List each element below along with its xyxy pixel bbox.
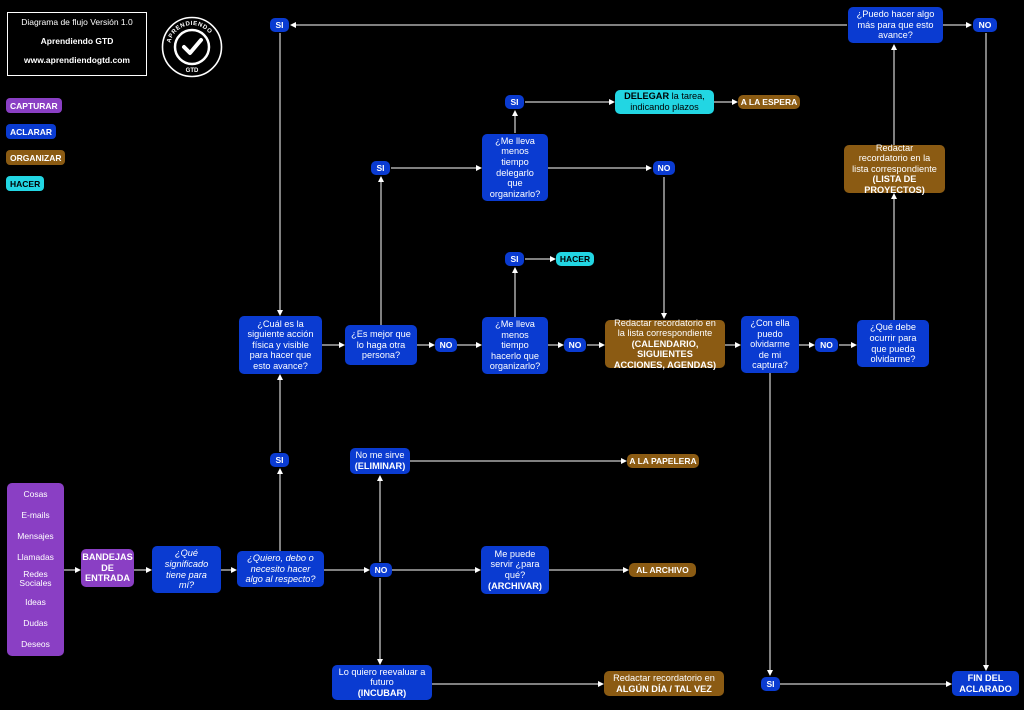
archive-text: Me puede servir ¿para qué? xyxy=(490,548,540,580)
do-faster-question: ¿Me lleva menos tiempo hacerlo que organ… xyxy=(482,317,548,374)
no-label: NO xyxy=(370,563,392,577)
archive-bold: (ARCHIVAR) xyxy=(488,580,542,591)
eliminate-bold: (ELIMINAR) xyxy=(354,461,406,471)
incubate-node: Lo quiero reevaluar a futuro (INCUBAR) xyxy=(332,665,432,700)
legend-organizar: ORGANIZAR xyxy=(6,150,66,165)
someday-bold: ALGÚN DÍA / TAL VEZ xyxy=(616,683,712,694)
yes-label: SI xyxy=(270,18,289,32)
no-label: NO xyxy=(435,338,457,352)
source-item: Llamadas xyxy=(17,551,54,562)
delegate-action: DELEGAR la tarea, indicando plazos xyxy=(615,90,714,114)
source-item: E-mails xyxy=(21,509,50,520)
end-node: FIN DEL ACLARADO xyxy=(952,671,1019,696)
aprendiendo-gtd-logo: APRENDIENDO GTD xyxy=(161,16,223,78)
delegate-question: ¿Es mejor que lo haga otra persona? xyxy=(345,325,417,365)
trash-node: A LA PAPELERA xyxy=(627,454,699,468)
header-box: Diagrama de flujo Versión 1.0 Aprendiend… xyxy=(7,12,147,76)
yes-label: SI xyxy=(371,161,390,175)
delegate-bold: DELEGAR xyxy=(624,91,670,102)
archive-question: Me puede servir ¿para qué? (ARCHIVAR) xyxy=(481,546,549,594)
url-text: www.aprendiendogtd.com xyxy=(24,55,130,65)
yes-label: SI xyxy=(505,252,524,266)
no-label: NO xyxy=(973,18,997,32)
archive-node: AL ARCHIVO xyxy=(629,563,696,577)
projects-reminder-text: Redactar recordatorio en la lista corres… xyxy=(852,142,937,174)
source-item: Deseos xyxy=(21,638,50,649)
source-item: Mensajes xyxy=(17,530,54,541)
yes-label: SI xyxy=(505,95,524,109)
yes-label: SI xyxy=(270,453,289,467)
legend-hacer: HACER xyxy=(6,176,45,191)
meaning-question: ¿Qué significado tiene para mí? xyxy=(152,546,221,593)
action-required-question: ¿Quiero, debo o necesito hacer algo al r… xyxy=(237,551,324,587)
brand-text: Aprendiendo GTD xyxy=(40,36,114,46)
eliminate-node: No me sirve (ELIMINAR) xyxy=(350,448,410,474)
waiting-node: A LA ESPERA xyxy=(738,95,800,109)
forget-capture-question: ¿Con ella puedo olvidarme de mi captura? xyxy=(741,316,799,373)
legend-aclarar: ACLARAR xyxy=(6,124,57,139)
next-action-question: ¿Cuál es la siguiente acción física y vi… xyxy=(239,316,322,374)
no-label: NO xyxy=(653,161,675,175)
source-item: Cosas xyxy=(23,488,48,499)
reminder-lists-text: Redactar recordatorio en la lista corres… xyxy=(614,317,716,339)
reminder-lists-node: Redactar recordatorio en la lista corres… xyxy=(605,317,725,370)
inbox-node: BANDEJAS DE ENTRADA xyxy=(81,549,134,587)
someday-text: Redactar recordatorio en xyxy=(613,672,715,683)
source-item: Ideas xyxy=(25,596,46,607)
source-item: Redes Sociales xyxy=(19,568,52,588)
do-node: HACER xyxy=(556,252,594,266)
delegate-rest: la tarea, indicando plazos xyxy=(630,91,705,112)
incubate-text: Lo quiero reevaluar a futuro xyxy=(338,666,426,688)
projects-reminder-bold: (LISTA DE PROYECTOS) xyxy=(864,174,925,195)
what-must-happen-question: ¿Qué debe ocurrir para que pueda olvidar… xyxy=(857,320,929,367)
delegate-faster-question: ¿Me lleva menos tiempo delegarlo que org… xyxy=(482,134,548,201)
reminder-lists-bold: (CALENDARIO, SIGUIENTES ACCIONES, AGENDA… xyxy=(613,338,717,370)
projects-reminder-node: Redactar recordatorio en la lista corres… xyxy=(844,142,945,195)
version-text: Diagrama de flujo Versión 1.0 xyxy=(21,17,133,27)
eliminate-text: No me sirve xyxy=(355,450,405,461)
anything-more-question: ¿Puedo hacer algo más para que esto avan… xyxy=(848,7,943,43)
someday-node: Redactar recordatorio en ALGÚN DÍA / TAL… xyxy=(604,671,724,696)
incubate-bold: (INCUBAR) xyxy=(357,687,407,698)
yes-label: SI xyxy=(761,677,780,691)
svg-text:GTD: GTD xyxy=(186,68,199,74)
no-label: NO xyxy=(564,338,586,352)
legend-capturar: CAPTURAR xyxy=(6,98,62,113)
capture-sources: Cosas E-mails Mensajes Llamadas Redes So… xyxy=(7,483,64,656)
no-label: NO xyxy=(815,338,838,352)
source-item: Dudas xyxy=(23,617,48,628)
